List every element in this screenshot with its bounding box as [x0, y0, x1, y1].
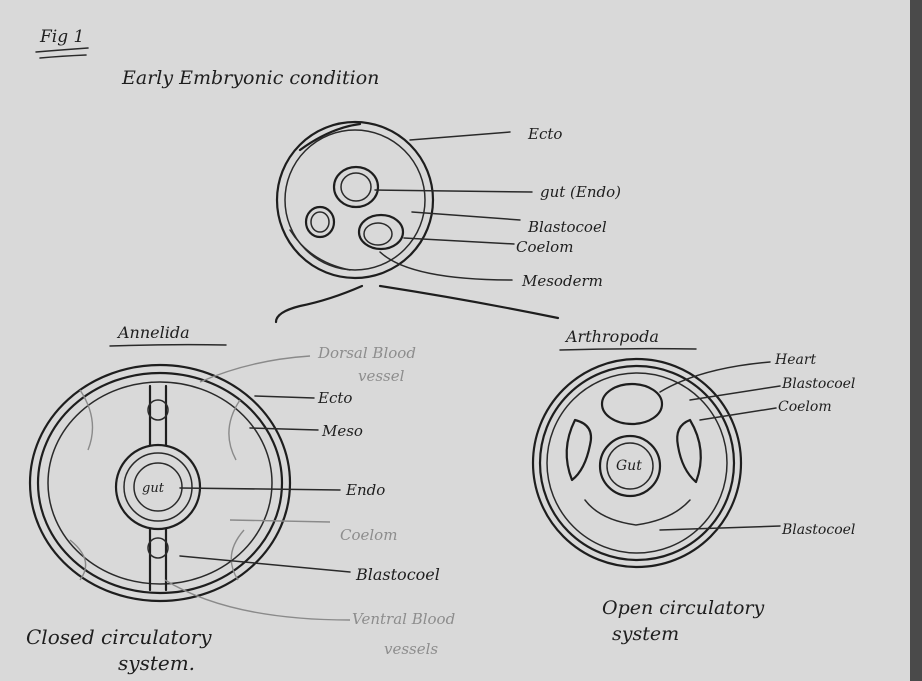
label-annelida-ecto: Ecto [317, 389, 352, 407]
caption-closed-line2: system. [118, 651, 195, 675]
label-gut-endo: gut (Endo) [540, 183, 621, 201]
label-ventral-vessels: vessels [384, 640, 438, 658]
label-blastocoel: Blastocoel [527, 218, 607, 236]
label-annelida-gut: gut [142, 481, 165, 496]
fig-label: Fig 1 [39, 27, 84, 47]
label-annelida-blastocoel: Blastocoel [355, 565, 440, 584]
label-arthropoda-gut: Gut [616, 458, 642, 474]
label-mesoderm: Mesoderm [521, 272, 603, 290]
label-coelom: Coelom [516, 238, 573, 256]
label-arthropoda-coelom: Coelom [778, 399, 832, 415]
label-annelida-meso: Meso [321, 422, 363, 440]
label-heart: Heart [774, 352, 817, 368]
page-title: Early Embryonic condition [121, 67, 379, 89]
heading-annelida: Annelida [116, 323, 190, 342]
label-annelida-coelom: Coelom [340, 526, 397, 544]
caption-open-line2: system [612, 623, 679, 645]
label-annelida-endo: Endo [345, 481, 385, 499]
label-arthropoda-blastocoel-top: Blastocoel [781, 376, 855, 392]
heading-arthropoda: Arthropoda [564, 327, 659, 346]
label-dorsal-blood: Dorsal Blood [317, 344, 416, 362]
label-ecto: Ecto [527, 125, 562, 143]
caption-closed-line1: Closed circulatory [26, 625, 212, 649]
label-ventral-blood: Ventral Blood [352, 610, 455, 628]
label-dorsal-vessel: vessel [358, 367, 405, 385]
label-arthropoda-blastocoel-bottom: Blastocoel [781, 522, 855, 538]
caption-open-line1: Open circulatory [602, 597, 764, 619]
